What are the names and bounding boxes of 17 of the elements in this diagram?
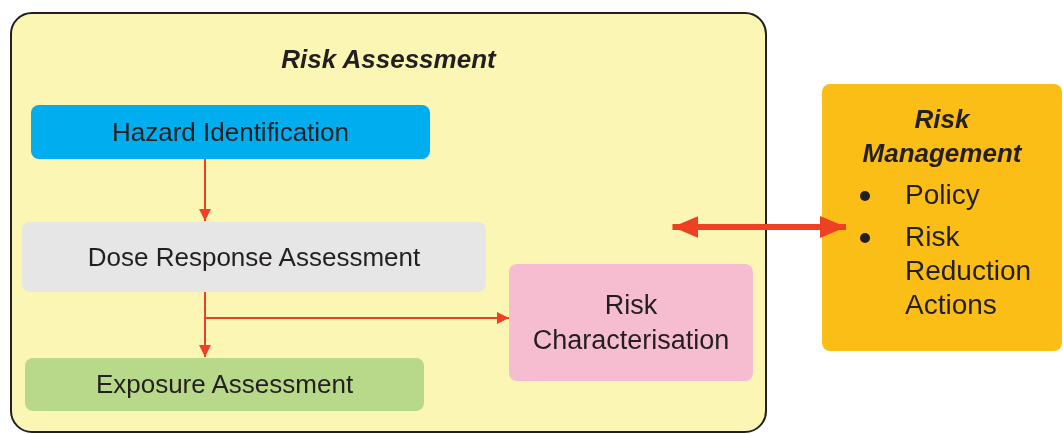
double-arrow	[672, 216, 846, 238]
box-label: Hazard Identification	[112, 115, 349, 149]
process-box	[509, 264, 753, 381]
list-item: Risk Reduction Actions	[905, 220, 1033, 322]
panel-title: Risk Assessment	[281, 44, 496, 75]
list-item: Policy	[905, 178, 981, 212]
group-panel	[822, 84, 1062, 351]
process-box	[31, 105, 430, 159]
box-label: Dose Response Assessment	[87, 240, 421, 274]
box-label: Risk Characterisation	[531, 288, 731, 357]
process-box	[22, 222, 486, 292]
arrow	[199, 158, 211, 222]
panel-title: Risk Management	[861, 103, 1024, 170]
group-panel	[10, 12, 767, 433]
box-label: Exposure Assessment	[95, 368, 354, 401]
arrow	[204, 291, 510, 324]
process-box	[25, 358, 424, 411]
